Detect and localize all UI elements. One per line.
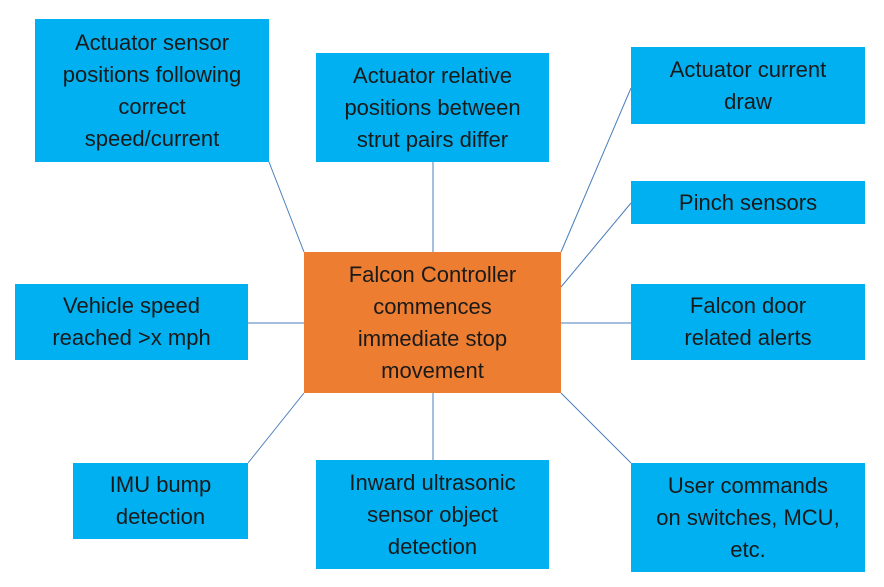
node-actuator-relative-positions: Actuator relative positions between stru… <box>316 53 549 162</box>
node-actuator-sensor-positions: Actuator sensor positions following corr… <box>35 19 269 162</box>
connector-line <box>560 392 632 464</box>
node-falcon-door-alerts: Falcon door related alerts <box>631 284 865 360</box>
node-pinch-sensors: Pinch sensors <box>631 181 865 224</box>
connector-line <box>268 161 305 253</box>
node-inward-ultrasonic-detection: Inward ultrasonic sensor object detectio… <box>316 460 549 569</box>
node-user-commands: User commands on switches, MCU, etc. <box>631 463 865 572</box>
connector-line <box>560 202 632 288</box>
node-falcon-controller-stop: Falcon Controller commences immediate st… <box>304 252 561 393</box>
node-imu-bump-detection: IMU bump detection <box>73 463 248 539</box>
node-actuator-current-draw: Actuator current draw <box>631 47 865 124</box>
connector-line <box>247 392 305 464</box>
node-vehicle-speed: Vehicle speed reached >x mph <box>15 284 248 360</box>
connector-line <box>560 87 632 253</box>
